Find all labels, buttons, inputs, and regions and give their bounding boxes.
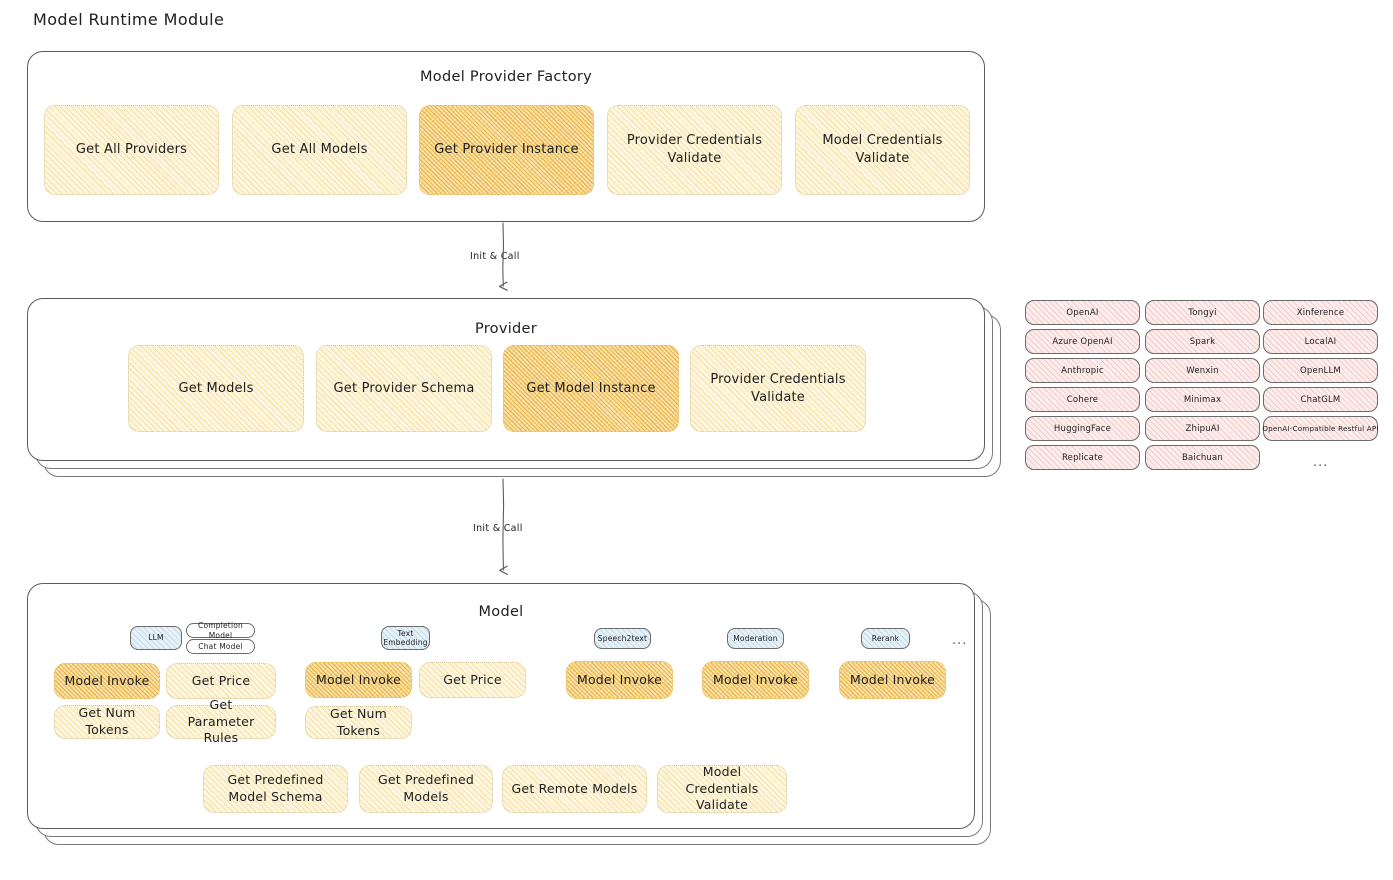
provider-chip-openllm[interactable]: OpenLLM xyxy=(1263,358,1378,383)
moderation-node-model-invoke[interactable]: Model Invoke xyxy=(702,661,809,699)
provider-chip-localai[interactable]: LocalAI xyxy=(1263,329,1378,354)
model-type-badge-speech2text[interactable]: Speech2text xyxy=(594,628,651,649)
model-title: Model xyxy=(478,604,524,620)
model-type-badge-text-embedding[interactable]: Text Embedding xyxy=(381,626,430,650)
provider-node-get-model-instance[interactable]: Get Model Instance xyxy=(503,345,679,432)
provider-title: Provider xyxy=(474,321,538,337)
factory-node-get-provider-instance[interactable]: Get Provider Instance xyxy=(419,105,594,195)
factory-node-model-credentials-validate[interactable]: Model Credentials Validate xyxy=(795,105,970,195)
provider-chip-minimax[interactable]: Minimax xyxy=(1145,387,1260,412)
provider-chip-anthropic[interactable]: Anthropic xyxy=(1025,358,1140,383)
model-types-more-ellipsis: ... xyxy=(952,633,968,648)
model-subbadge-chat-model[interactable]: Chat Model xyxy=(186,639,255,654)
provider-chip-baichuan[interactable]: Baichuan xyxy=(1145,445,1260,470)
llm-node-get-num-tokens[interactable]: Get Num Tokens xyxy=(54,705,160,739)
provider-chip-zhipuai[interactable]: ZhipuAI xyxy=(1145,416,1260,441)
provider-chip-huggingface[interactable]: HuggingFace xyxy=(1025,416,1140,441)
provider-node-get-models[interactable]: Get Models xyxy=(128,345,304,432)
provider-chip-replicate[interactable]: Replicate xyxy=(1025,445,1140,470)
provider-list-more-ellipsis: ... xyxy=(1313,455,1329,470)
provider-node-provider-credentials-validate[interactable]: Provider Credentials Validate xyxy=(690,345,866,432)
text-embedding-node-get-num-tokens[interactable]: Get Num Tokens xyxy=(305,706,412,739)
model-type-badge-llm[interactable]: LLM xyxy=(130,626,182,650)
factory-node-get-all-providers[interactable]: Get All Providers xyxy=(44,105,219,195)
model-provider-factory-title: Model Provider Factory xyxy=(419,69,593,85)
provider-chip-xinference[interactable]: Xinference xyxy=(1263,300,1378,325)
text-embedding-node-get-price[interactable]: Get Price xyxy=(419,662,526,698)
arrow-label-provider-to-model: Init & Call xyxy=(473,523,523,534)
model-common-node-get-predefined-models[interactable]: Get Predefined Models xyxy=(359,765,493,813)
provider-chip-tongyi[interactable]: Tongyi xyxy=(1145,300,1260,325)
model-type-badge-rerank[interactable]: Rerank xyxy=(861,628,910,649)
speech2text-node-model-invoke[interactable]: Model Invoke xyxy=(566,661,673,699)
llm-node-get-price[interactable]: Get Price xyxy=(166,663,276,699)
page-title: Model Runtime Module xyxy=(33,10,225,29)
provider-node-get-provider-schema[interactable]: Get Provider Schema xyxy=(316,345,492,432)
factory-node-provider-credentials-validate[interactable]: Provider Credentials Validate xyxy=(607,105,782,195)
provider-chip-wenxin[interactable]: Wenxin xyxy=(1145,358,1260,383)
llm-node-get-parameter-rules[interactable]: Get Parameter Rules xyxy=(166,697,276,745)
provider-chip-cohere[interactable]: Cohere xyxy=(1025,387,1140,412)
factory-node-get-all-models[interactable]: Get All Models xyxy=(232,105,407,195)
provider-chip-spark[interactable]: Spark xyxy=(1145,329,1260,354)
provider-chip-openai[interactable]: OpenAI xyxy=(1025,300,1140,325)
provider-chip-chatglm[interactable]: ChatGLM xyxy=(1263,387,1378,412)
llm-node-model-invoke[interactable]: Model Invoke xyxy=(54,663,160,699)
text-embedding-node-model-invoke[interactable]: Model Invoke xyxy=(305,662,412,698)
model-common-node-model-credentials-validate[interactable]: Model Credentials Validate xyxy=(657,764,787,813)
provider-chip-azure-openai[interactable]: Azure OpenAI xyxy=(1025,329,1140,354)
model-subbadge-completion-model[interactable]: Completion Model xyxy=(186,621,255,640)
provider-chip-openai-compatible-restful-api[interactable]: OpenAI-Compatible Restful API xyxy=(1262,416,1379,441)
model-type-badge-moderation[interactable]: Moderation xyxy=(727,628,784,649)
arrow-label-factory-to-provider: Init & Call xyxy=(470,251,520,262)
model-common-node-get-remote-models[interactable]: Get Remote Models xyxy=(502,765,647,813)
model-common-node-get-predefined-model-schema[interactable]: Get Predefined Model Schema xyxy=(203,765,348,813)
rerank-node-model-invoke[interactable]: Model Invoke xyxy=(839,661,946,699)
